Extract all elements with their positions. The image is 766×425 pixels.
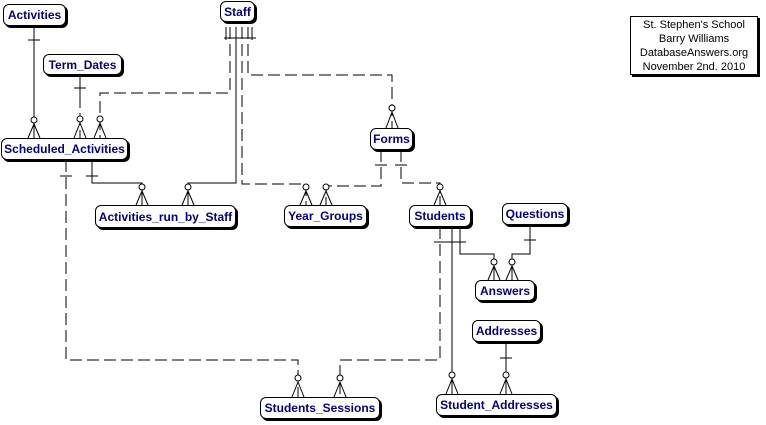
info-author: Barry Williams bbox=[658, 33, 730, 45]
entity-questions[interactable]: Questions bbox=[502, 203, 568, 225]
rel-forms-yeargroups bbox=[319, 150, 387, 206]
rel-termdates-scheduled bbox=[73, 75, 87, 139]
entity-student-addresses[interactable]: Student_Addresses bbox=[436, 394, 557, 416]
entity-activities[interactable]: Activities bbox=[3, 4, 66, 26]
rel-forms-students bbox=[395, 150, 447, 206]
rel-scheduled-runby bbox=[86, 160, 149, 206]
rel-addresses-studentaddresses bbox=[499, 342, 513, 395]
entity-students-sessions[interactable]: Students_Sessions bbox=[260, 397, 380, 419]
rel-staff-yeargroups bbox=[241, 27, 313, 206]
rel-students-sessions bbox=[333, 227, 446, 398]
rel-students-studentaddresses bbox=[445, 227, 459, 395]
info-date: November 2nd. 2010 bbox=[642, 61, 746, 73]
info-school: St. Stephen's School bbox=[643, 19, 745, 31]
info-site: DatabaseAnswers.org bbox=[639, 47, 749, 59]
rel-staff-scheduled bbox=[93, 27, 231, 139]
rel-questions-answers bbox=[505, 225, 536, 281]
rel-staff-forms bbox=[247, 27, 399, 129]
entity-answers[interactable]: Answers bbox=[475, 280, 535, 301]
rel-scheduled-sessions bbox=[60, 160, 305, 398]
entity-forms[interactable]: Forms bbox=[370, 128, 413, 150]
entity-staff[interactable]: Staff bbox=[220, 1, 255, 22]
entity-students[interactable]: Students bbox=[409, 205, 471, 227]
entity-year-groups[interactable]: Year_Groups bbox=[284, 205, 367, 227]
entity-term-dates[interactable]: Term_Dates bbox=[43, 54, 122, 75]
entity-scheduled-activities[interactable]: Scheduled_Activities bbox=[1, 138, 128, 160]
rel-staff-runby bbox=[181, 27, 237, 206]
diagram-info-box: St. Stephen's School Barry Williams Data… bbox=[630, 16, 758, 75]
entity-addresses[interactable]: Addresses bbox=[472, 320, 541, 342]
entity-activities-run-by-staff[interactable]: Activities_run_by_Staff bbox=[95, 205, 236, 228]
rel-students-answers bbox=[454, 227, 501, 281]
